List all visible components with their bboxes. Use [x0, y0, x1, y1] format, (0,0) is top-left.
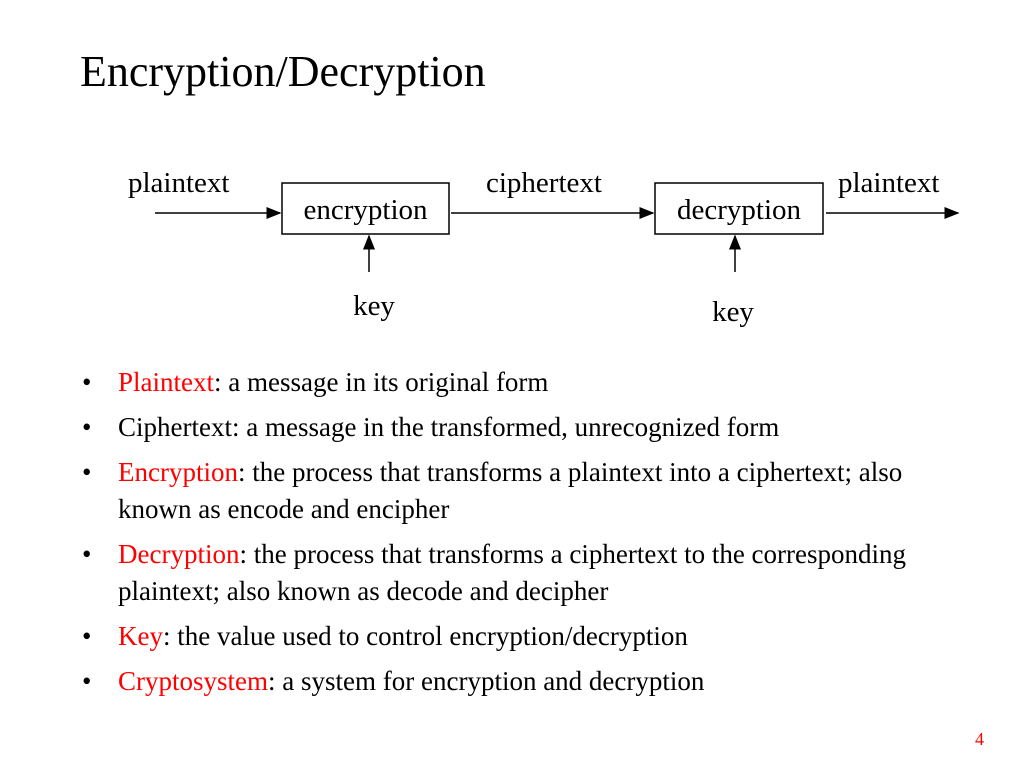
bullet-cryptosystem: • Cryptosystem: a system for encryption … [80, 663, 980, 700]
bullet-marker: • [82, 621, 92, 651]
page-number: 4 [975, 729, 984, 749]
encryption-box [281, 182, 450, 235]
definition-decryption: : the process that transforms a cipherte… [118, 539, 907, 606]
encryption-decryption-diagram: plaintext ciphertext plaintext encryptio… [128, 167, 960, 328]
definition-key: : the value used to control encryption/d… [162, 621, 688, 651]
input-plaintext-label: plaintext [128, 167, 229, 199]
bullet-ciphertext: • Ciphertext: a message in the transform… [80, 409, 980, 446]
definition-plaintext: : a message in its original form [214, 367, 549, 397]
bullet-marker: • [82, 367, 92, 397]
definition-ciphertext: Ciphertext: a message in the transformed… [118, 412, 780, 442]
bullet-decryption: • Decryption: the process that transform… [80, 536, 980, 610]
bullet-marker: • [82, 666, 92, 696]
definition-list: • Plaintext: a message in its original f… [80, 364, 980, 708]
bullet-encryption: • Encryption: the process that transform… [80, 454, 980, 528]
term-decryption: Decryption [118, 539, 240, 569]
ciphertext-label: ciphertext [486, 167, 602, 199]
left-key-label: key [353, 290, 395, 322]
bullet-plaintext: • Plaintext: a message in its original f… [80, 364, 980, 401]
bullet-marker: • [82, 457, 92, 487]
definition-cryptosystem: : a system for encryption and decryption [268, 666, 705, 696]
bullet-marker: • [82, 539, 92, 569]
definition-encryption: : the process that transforms a plaintex… [118, 457, 903, 524]
term-plaintext: Plaintext [118, 367, 214, 397]
decryption-box-label: decryption [677, 194, 802, 226]
term-encryption: Encryption [118, 457, 238, 487]
term-cryptosystem: Cryptosystem [118, 666, 269, 696]
bullet-key: • Key: the value used to control encrypt… [80, 618, 980, 655]
encryption-box-label: encryption [303, 194, 428, 226]
output-plaintext-label: plaintext [838, 167, 939, 199]
decryption-box [654, 182, 824, 235]
term-key: Key [118, 621, 163, 651]
bullet-marker: • [82, 412, 92, 442]
right-key-label: key [712, 296, 754, 328]
slide-title: Encryption/Decryption [80, 47, 486, 96]
